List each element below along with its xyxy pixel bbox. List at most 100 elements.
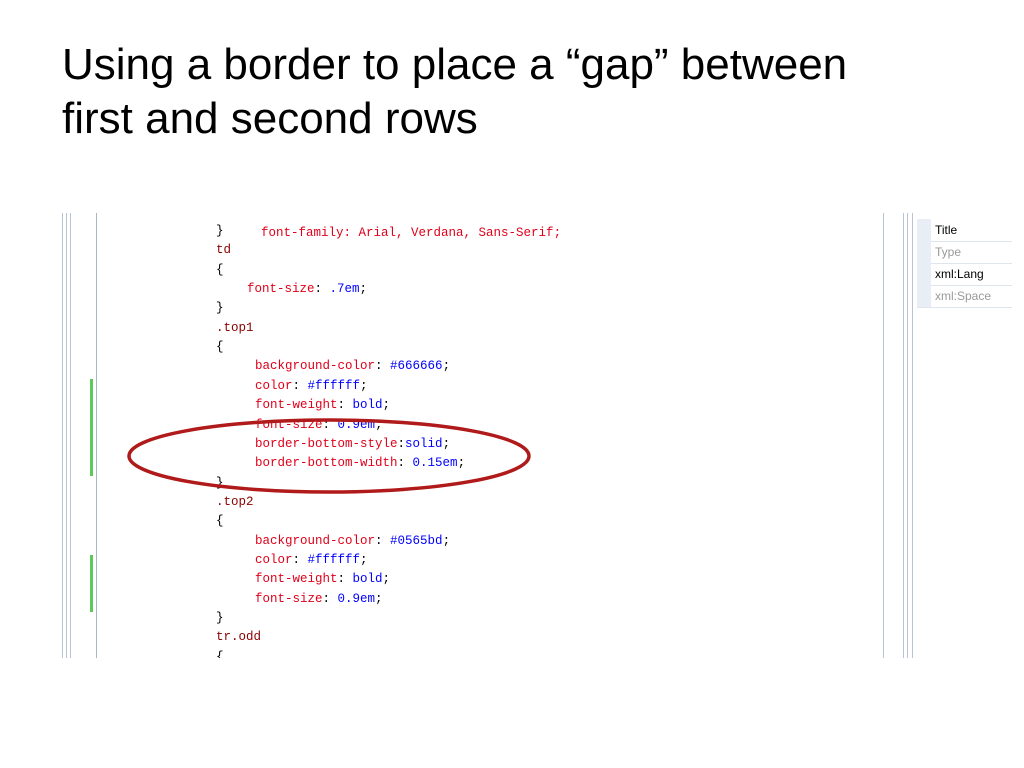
gutter-divider [96, 213, 97, 658]
code-line: border-bottom-style:solid; [255, 435, 450, 454]
code-property: color [255, 552, 293, 567]
editor-right-rail [883, 213, 917, 658]
code-brace: } [216, 224, 224, 238]
rail-line [903, 213, 904, 658]
code-brace: { [216, 262, 224, 277]
properties-row-label: xml:Space [935, 289, 992, 303]
code-value: 0.9em [337, 417, 376, 432]
code-semicolon: ; [359, 282, 368, 297]
code-line: tr.odd [216, 628, 261, 647]
code-selector: tr.odd [216, 630, 262, 645]
code-property: border-bottom-width [255, 456, 398, 471]
properties-row-label: Type [935, 245, 962, 259]
editor-left-rail [60, 213, 96, 658]
code-line: } [216, 474, 224, 493]
code-semicolon: ; [360, 552, 368, 567]
code-line: color: #ffffff; [255, 551, 368, 570]
code-line: td [216, 241, 231, 260]
code-colon: : [397, 456, 413, 471]
code-semicolon: ; [442, 359, 451, 374]
code-value: bold [352, 398, 383, 413]
code-colon: : [292, 552, 308, 567]
code-semicolon: ; [442, 436, 451, 451]
code-property: border-bottom-style [255, 436, 398, 451]
code-brace: { [216, 514, 224, 529]
rail-line [70, 213, 71, 658]
code-line: { [216, 648, 224, 658]
code-line: background-color: #0565bd; [255, 532, 450, 551]
code-value: 0.15em [412, 456, 458, 471]
code-colon: : [322, 417, 338, 432]
code-value: 0.9em [337, 591, 376, 606]
code-line: { [216, 338, 224, 357]
code-colon: : [314, 282, 330, 297]
code-value: bold [352, 572, 383, 587]
code-line: .top1 [216, 319, 254, 338]
code-property: font-weight [255, 398, 338, 413]
code-colon: : [292, 378, 308, 393]
code-property: color [255, 378, 293, 393]
properties-row-indent [917, 219, 931, 241]
code-semicolon: ; [382, 572, 391, 587]
code-editor-screenshot: font-family: Arial, Verdana, Sans-Serif;… [60, 213, 1012, 658]
code-semicolon: ; [382, 398, 391, 413]
slide-title: Using a border to place a “gap” between … [62, 38, 962, 146]
code-semicolon: ; [360, 378, 368, 393]
code-brace: } [216, 611, 224, 625]
code-value: #ffffff [307, 378, 361, 393]
code-colon: : [337, 572, 353, 587]
code-brace: { [216, 649, 224, 658]
code-colon: : [375, 533, 391, 548]
code-line: .top2 [216, 493, 254, 512]
change-marker [90, 379, 93, 476]
code-property: background-color [255, 359, 376, 374]
code-property: font-size [255, 591, 323, 606]
rail-line [62, 213, 63, 658]
code-brace: } [216, 475, 224, 490]
code-selector: .top1 [216, 320, 254, 335]
rail-line [912, 213, 913, 658]
code-line: { [216, 261, 224, 280]
properties-row-indent [917, 241, 931, 263]
code-colon: : [397, 436, 406, 451]
properties-row-label: xml:Lang [935, 267, 984, 281]
code-line: } [216, 299, 224, 318]
code-text-area[interactable]: font-family: Arial, Verdana, Sans-Serif;… [97, 213, 883, 658]
slide-title-line-2: first and second rows [62, 94, 478, 143]
properties-row[interactable]: Title [917, 219, 1012, 242]
code-semicolon: ; [457, 456, 466, 471]
rail-line [883, 213, 884, 658]
code-value: solid [405, 436, 443, 451]
code-line: color: #ffffff; [255, 377, 368, 396]
code-colon: : [337, 398, 353, 413]
code-property: font-size [255, 417, 323, 432]
code-line: font-weight: bold; [255, 396, 390, 415]
code-partial-text: font-family: Arial, Verdana, Sans-Serif; [261, 226, 562, 240]
code-value: #0565bd [390, 533, 443, 548]
code-line: font-size: 0.9em; [255, 416, 383, 435]
code-line: } [216, 222, 224, 241]
change-marker [90, 555, 93, 612]
rail-line [66, 213, 67, 658]
code-line: font-size: 0.9em; [255, 590, 383, 609]
code-colon: : [375, 359, 391, 374]
code-selector: .top2 [216, 494, 254, 509]
properties-row[interactable]: xml:Lang [917, 263, 1012, 286]
code-line: { [216, 512, 224, 531]
code-semicolon: ; [375, 417, 383, 432]
code-brace: { [216, 340, 224, 355]
properties-row[interactable]: xml:Space [917, 285, 1012, 308]
properties-row-label: Title [935, 223, 958, 237]
properties-row-indent [917, 285, 931, 307]
code-line: background-color: #666666; [255, 357, 450, 376]
code-value: .7em [329, 282, 360, 297]
code-line: font-size: .7em; [247, 280, 367, 299]
code-selector: td [216, 243, 232, 258]
code-colon: : [322, 591, 338, 606]
code-value: #ffffff [307, 552, 361, 567]
properties-row[interactable]: Type [917, 241, 1012, 264]
code-value: #666666 [390, 359, 443, 374]
code-semicolon: ; [442, 533, 451, 548]
code-brace: } [216, 301, 224, 316]
